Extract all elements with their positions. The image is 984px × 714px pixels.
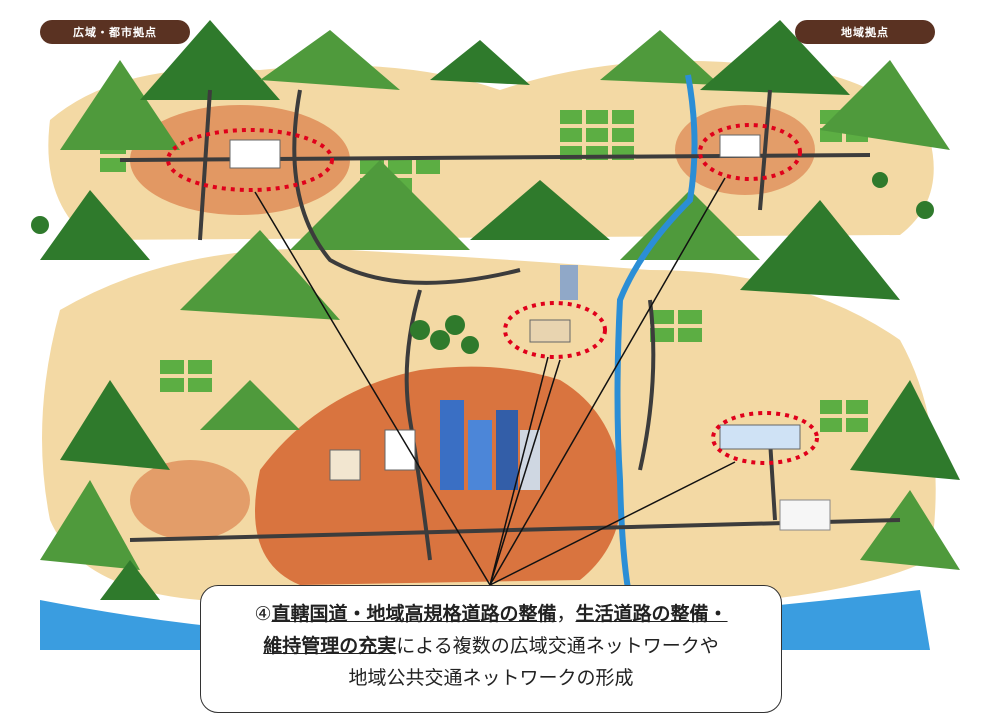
buildings [229, 134, 831, 531]
caption-line-2: 維持管理の充実による複数の広域交通ネットワークや [201, 630, 781, 662]
hub-ring-lower-right [711, 411, 819, 465]
hub-highlights [166, 123, 819, 465]
caption-line-3: 地域公共交通ネットワークの形成 [348, 667, 634, 689]
leader-lines [254, 177, 736, 586]
caption-separator: ， [556, 603, 576, 625]
hub-ring-upper-left [166, 128, 334, 192]
caption-network-text: による複数の広域交通ネットワークや [396, 635, 719, 657]
trees [31, 172, 934, 354]
caption-line-1: ④直轄国道・地域高規格道路の整備，生活道路の整備・ [201, 598, 781, 630]
river [614, 74, 698, 601]
hub-ring-upper-right [698, 123, 802, 181]
caption-highlight-local-roads: 生活道路の整備・ [575, 603, 728, 625]
caption-highlight-maintenance: 維持管理の充実 [263, 635, 397, 657]
caption-highlight-roads: 直轄国道・地域高規格道路の整備 [271, 603, 557, 625]
caption-box: ④直轄国道・地域高規格道路の整備，生活道路の整備・ 維持管理の充実による複数の広… [200, 585, 782, 713]
label-regional-hub: 地域拠点 [795, 20, 935, 44]
hub-ring-center [503, 301, 607, 359]
caption-number: ④ [254, 603, 272, 625]
rice-fields [100, 110, 868, 432]
urban-area-lower-left [130, 460, 250, 540]
label-wide-area-urban-hub: 広域・都市拠点 [40, 20, 190, 44]
